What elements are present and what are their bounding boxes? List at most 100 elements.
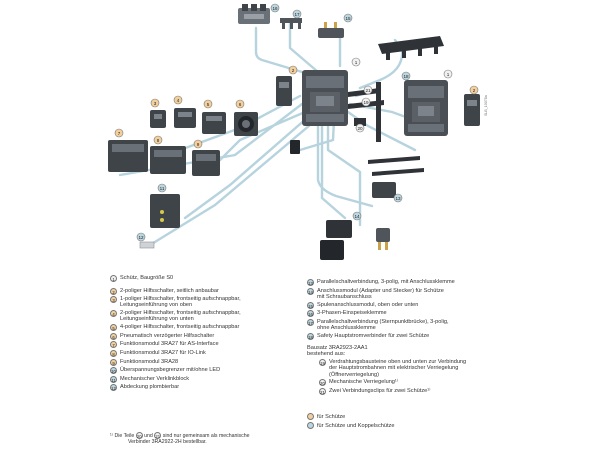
legend-text: Mechanischer Verklinkblock <box>120 375 190 382</box>
surge-suppressor-10 <box>290 140 300 154</box>
legend-text: Safety Hauptstromverbinder für zwei Schü… <box>317 332 430 339</box>
color-key-orange-label: für Schütze <box>317 413 346 420</box>
callout-2a: 2 <box>288 65 298 75</box>
legend-text: 1-poliger Hilfsschalter, frontseitig auf… <box>120 296 241 309</box>
callout-8-label: 8 <box>157 138 160 143</box>
pneumatic-aux-6 <box>234 112 258 136</box>
bausatz-badge: 19 <box>319 359 326 367</box>
callout-19: 19 <box>361 97 371 107</box>
callout-19-label: 19 <box>363 100 369 105</box>
bausatz-text: Mechanische Verriegelung¹⁾ <box>329 379 399 386</box>
callout-15-label: 15 <box>345 16 351 21</box>
safety-connector-18 <box>378 36 444 60</box>
legend-text: 4-poliger Hilfsschalter, frontseitig auf… <box>120 324 240 331</box>
legend-badge: 6 <box>110 332 117 340</box>
legend-badge: 4 <box>110 310 117 318</box>
footnote-line-1: ¹⁾ Die Teile 20 und 21 sind nur gemeinsa… <box>110 432 300 439</box>
color-key-blue: für Schütze und Koppelschütze <box>307 422 394 430</box>
callout-13: 13 <box>393 193 403 203</box>
callout-9-label: 9 <box>197 142 200 147</box>
color-key: für Schütze für Schütze und Koppelschütz… <box>307 413 394 430</box>
callout-18-label: 18 <box>403 74 409 79</box>
bausatz-badge: 20 <box>319 379 326 387</box>
callout-4: 4 <box>173 95 183 105</box>
coil-module-15 <box>318 22 344 38</box>
legend-badge: 1 <box>110 275 117 282</box>
callout-14-label: 14 <box>354 214 360 219</box>
callout-2b-label: 2 <box>473 88 476 93</box>
side-aux-2 <box>276 76 292 106</box>
swatch-orange <box>307 413 314 420</box>
footnote-post: sind nur gemeinsam als mechanische <box>162 432 250 439</box>
callout-8: 8 <box>153 135 163 145</box>
star-bridge-17 <box>280 18 302 29</box>
callout-14: 14 <box>352 211 362 221</box>
legend-text: Pneumatisch verzögerter Hilfsschalter <box>120 332 215 339</box>
legend-text: Parallelschaltverbindung, 3-polig, mit A… <box>317 279 455 285</box>
legend-badge: 16 <box>307 310 314 318</box>
legend-text: Spulenanschlussmodul, oben oder unten <box>317 301 419 308</box>
parallel-link-13 <box>368 156 424 198</box>
callout-11-label: 11 <box>160 186 165 191</box>
callout-1b: 1 <box>443 69 453 79</box>
legend-text: Schütz, Baugröße S0 <box>120 275 174 281</box>
legend-text: Funktionsmodul 3RA27 für IO-Link <box>120 349 206 356</box>
callout-17: 17 <box>292 9 302 19</box>
callout-5-label: 5 <box>207 102 210 107</box>
callout-21-label: 21 <box>365 88 371 93</box>
callout-3: 3 <box>150 98 160 108</box>
callout-2b: 2 <box>469 85 479 95</box>
contactor-center <box>302 70 348 126</box>
aux-switch-3 <box>150 110 166 128</box>
legend-text: Abdeckung plombierbar <box>120 384 180 391</box>
legend-text: Funktionsmodul 3RA28 <box>120 358 179 365</box>
callout-17-label: 17 <box>294 12 300 17</box>
color-key-orange: für Schütze <box>307 413 394 420</box>
swatch-blue <box>307 422 314 430</box>
legend-badge: 17 <box>307 318 314 326</box>
legend-text: Funktionsmodul 3RA27 für AS-Interface <box>120 341 219 348</box>
callout-1b-label: 1 <box>447 72 450 77</box>
callout-6: 6 <box>235 99 245 109</box>
footnote-pre: ¹⁾ Die Teile <box>110 432 135 439</box>
legend-badge: 9 <box>110 358 117 366</box>
footnote-mid: und <box>144 432 153 439</box>
footnote-line-2: Verbinder 3RA2922-2H bestellbar. <box>128 439 207 446</box>
callout-3-label: 3 <box>154 101 157 106</box>
bausatz-title: Bausatz 3RA2923-2AA1 bestehend aus: <box>307 344 368 357</box>
callout-16: 16 <box>270 3 280 13</box>
legend-badge: 2 <box>110 287 117 295</box>
callout-20: 20 <box>355 123 365 133</box>
legend-badge: 5 <box>110 324 117 332</box>
sealable-cover-12 <box>139 241 155 249</box>
legend-badge: 8 <box>110 349 117 357</box>
callout-18: 18 <box>401 71 411 81</box>
legend-badge: 11 <box>110 375 117 383</box>
callout-2a-label: 2 <box>292 68 295 73</box>
footnote-badge-20: 20 <box>135 432 143 439</box>
mech-interlock-20 <box>354 118 366 126</box>
legend-text: 2-poliger Hilfsschalter, seitlich anbaub… <box>120 287 219 294</box>
legend-badge: 3 <box>110 296 117 304</box>
legend-badge: 18 <box>307 332 314 340</box>
callout-4-label: 4 <box>177 98 180 103</box>
adapter-module-14 <box>320 220 352 260</box>
bausatz-text: Zwei Verbindungsclips für zwei Schütze¹⁾ <box>329 387 431 394</box>
latch-block-11 <box>150 194 180 228</box>
bausatz-text: Verdrahtungsbausteine oben und unten zur… <box>329 359 467 378</box>
footnote-badge-21: 21 <box>154 432 162 439</box>
aux-switch-5 <box>202 112 226 134</box>
